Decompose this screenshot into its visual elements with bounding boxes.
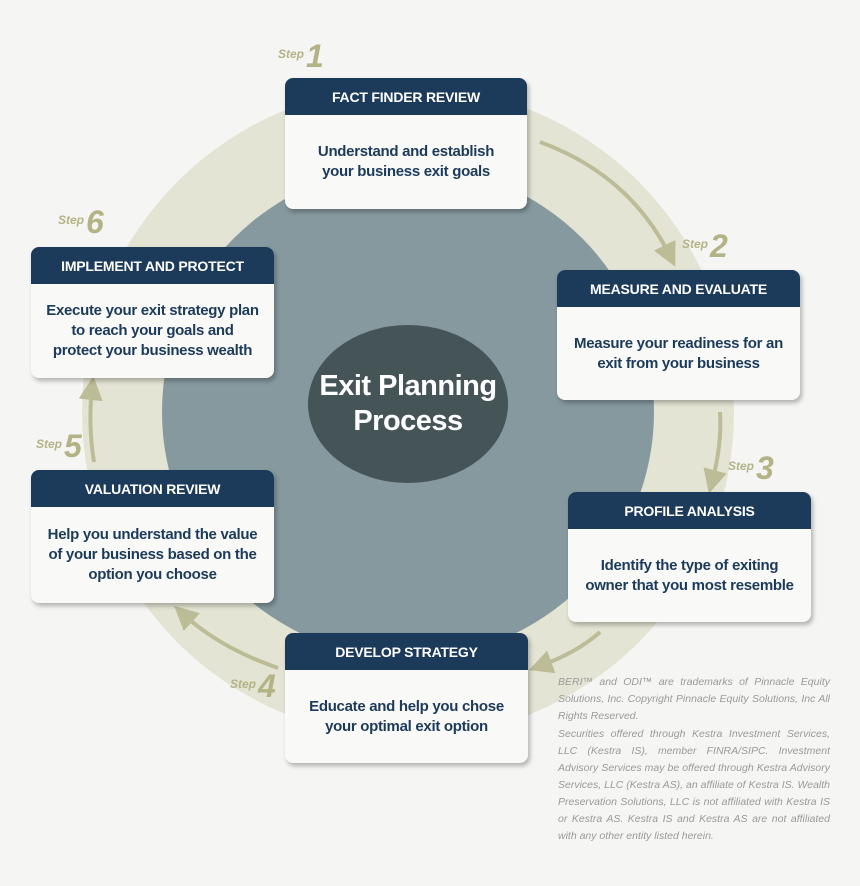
arrow-step-3-to-4: [528, 630, 602, 674]
step-4-title: DEVELOP STRATEGY: [285, 633, 528, 670]
step-3-card: PROFILE ANALYSIS Identify the type of ex…: [568, 492, 811, 622]
center-title-line-1: Exit Planning: [319, 370, 497, 402]
step-5-card: VALUATION REVIEW Help you understand the…: [31, 470, 274, 603]
step-1-title: FACT FINDER REVIEW: [285, 78, 527, 115]
step-5-title: VALUATION REVIEW: [31, 470, 274, 507]
step-2-title: MEASURE AND EVALUATE: [557, 270, 800, 307]
step-6-description: Execute your exit strategy plan to reach…: [46, 302, 259, 359]
center-oval: [308, 325, 508, 483]
arrow-step-4-to-5: [174, 605, 279, 670]
step-2-card: MEASURE AND EVALUATE Measure your readin…: [557, 270, 800, 400]
arrow-step-1-to-2: [539, 140, 676, 267]
step-6-card: IMPLEMENT AND PROTECT Execute your exit …: [31, 247, 274, 378]
step-4-description: Educate and help you chose your optimal …: [309, 697, 504, 735]
step-6-title: IMPLEMENT AND PROTECT: [31, 247, 274, 284]
step-2-description: Measure your readiness for an exit from …: [574, 334, 783, 372]
center-title-line-2: Process: [353, 405, 463, 437]
arrow-step-2-to-3: [703, 411, 727, 494]
step-3-description: Identify the type of exiting owner that …: [585, 556, 794, 594]
center-title: Exit Planning Process: [308, 326, 508, 482]
step-3-title: PROFILE ANALYSIS: [568, 492, 811, 529]
step-1-card: FACT FINDER REVIEW Understand and establ…: [285, 78, 527, 209]
trademark-notice: BERI™ and ODI™ are trademarks of Pinnacl…: [558, 676, 830, 722]
step-5-description: Help you understand the value of your bu…: [47, 526, 258, 583]
securities-disclaimer: Securities offered through Kestra Invest…: [558, 728, 830, 842]
step-4-card: DEVELOP STRATEGY Educate and help you ch…: [285, 633, 528, 763]
step-1-description: Understand and establish your business e…: [317, 143, 495, 180]
arrow-step-5-to-6: [78, 376, 103, 463]
